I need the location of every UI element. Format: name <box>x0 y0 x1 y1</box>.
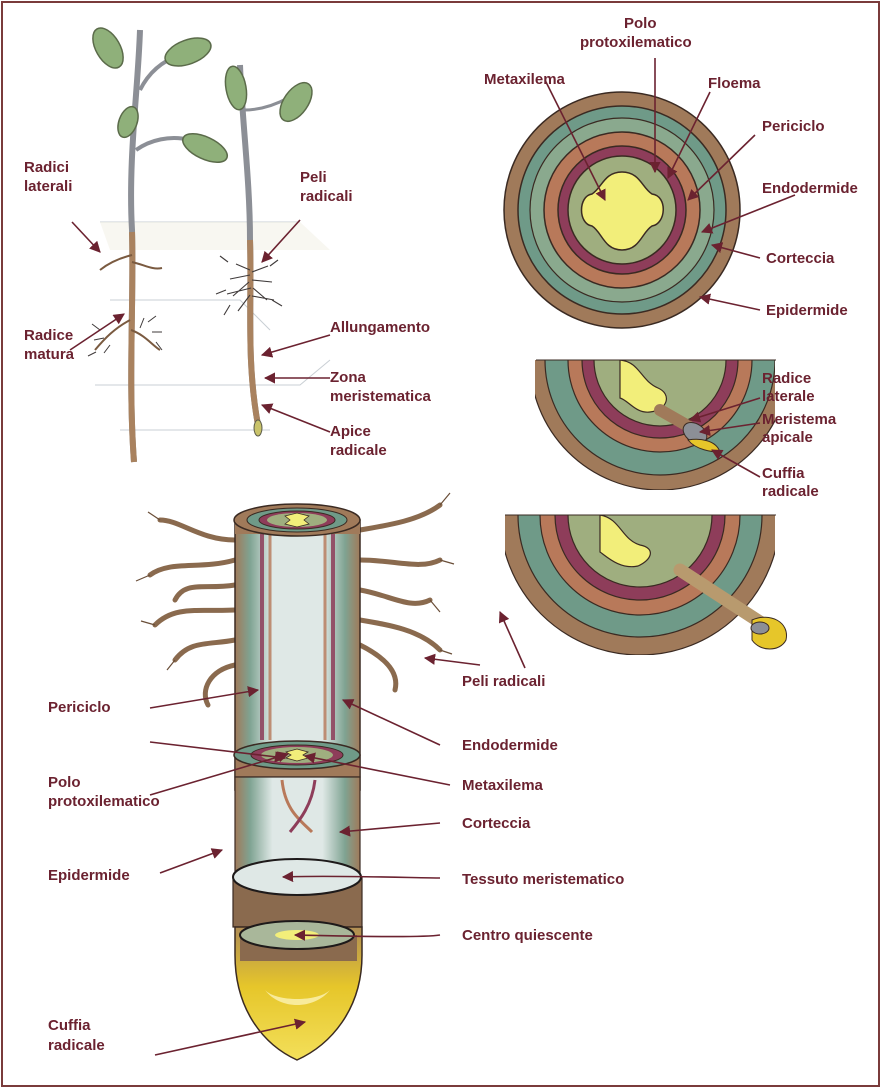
label-peli-radicali-top-2: radicali <box>300 188 353 205</box>
label-meristema-apicale-2: apicale <box>762 429 813 446</box>
label-periciclo-bottom: Periciclo <box>48 699 111 716</box>
label-apice-radicale-1: Apice <box>330 423 371 440</box>
label-polo-protoxilematico-bottom-1: Polo <box>48 774 81 791</box>
label-peli-radicali-bottom: Peli radicali <box>462 673 545 690</box>
label-cuffia-radicale-right-1: Cuffia <box>762 465 805 482</box>
label-radice-laterale-2: laterale <box>762 388 815 405</box>
label-radici-laterali-1: Radici <box>24 159 69 176</box>
label-epidermide-top: Epidermide <box>766 302 848 319</box>
label-metaxilema-top: Metaxilema <box>484 71 566 88</box>
root-cross-section <box>504 92 740 328</box>
label-allungamento: Allungamento <box>330 319 430 336</box>
label-polo-protoxilematico-bottom-2: protoxilematico <box>48 793 160 810</box>
label-zona-meristematica-2: meristematica <box>330 388 432 405</box>
label-peli-radicali-top-1: Peli <box>300 169 327 186</box>
label-apice-radicale-2: radicale <box>330 442 387 459</box>
label-centro-quiescente: Centro quiescente <box>462 927 593 944</box>
label-polo-protoxilematico-top-1: Polo <box>624 15 657 32</box>
label-corteccia-top: Corteccia <box>766 250 835 267</box>
plant1-root <box>131 232 134 462</box>
label-cuffia-radicale-bottom-2: radicale <box>48 1037 105 1054</box>
label-radice-matura-1: Radice <box>24 327 73 344</box>
label-metaxilema-bottom: Metaxilema <box>462 777 544 794</box>
label-corteccia-bottom: Corteccia <box>462 815 531 832</box>
label-radice-matura-2: matura <box>24 346 75 363</box>
label-radice-laterale-1: Radice <box>762 370 811 387</box>
plant2-root-tip <box>254 420 262 436</box>
label-cuffia-radicale-bottom-1: Cuffia <box>48 1017 91 1034</box>
label-epidermide-bottom: Epidermide <box>48 867 130 884</box>
label-zona-meristematica-1: Zona <box>330 369 366 386</box>
label-polo-protoxilematico-top-2: protoxilematico <box>580 34 692 51</box>
label-endodermide-bottom: Endodermide <box>462 737 558 754</box>
label-endodermide-top: Endodermide <box>762 180 858 197</box>
label-meristema-apicale-1: Meristema <box>762 411 837 428</box>
label-cuffia-radicale-right-2: radicale <box>762 483 819 500</box>
label-tessuto-meristematico: Tessuto meristematico <box>462 871 624 888</box>
label-radici-laterali-2: laterali <box>24 178 72 195</box>
label-floema: Floema <box>708 75 761 92</box>
label-periciclo-top: Periciclo <box>762 118 825 135</box>
